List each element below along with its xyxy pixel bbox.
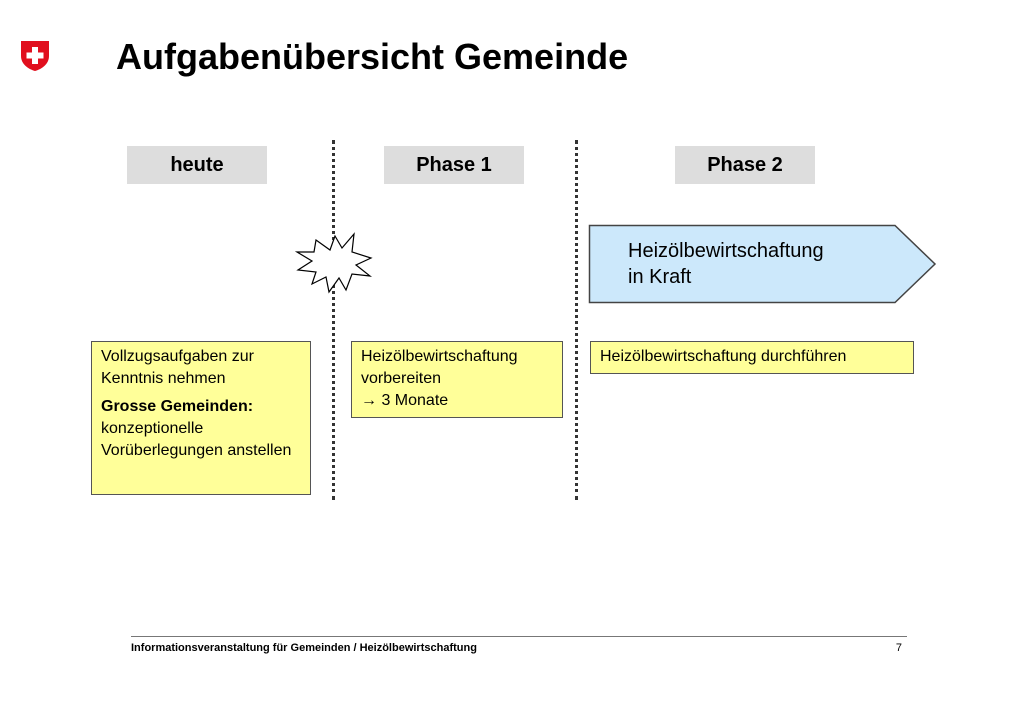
task-phase2-line-1: Heizölbewirtschaftung durchführen [600, 348, 847, 365]
page-number: 7 [895, 642, 902, 654]
task-heute-group: Grosse Gemeinden: konzeptionelle Vorüber… [101, 396, 302, 462]
task-phase1-line-1: Heizölbewirtschaftung vorbereiten [361, 348, 518, 387]
phase-header-phase-2: Phase 2 [675, 146, 815, 184]
explosion-burst-icon [294, 232, 373, 294]
task-note-heute: Vollzugsaufgaben zur Kenntnis nehmen Gro… [91, 341, 311, 495]
page-title: Aufgabenübersicht Gemeinde [116, 36, 629, 77]
swiss-cross-logo-icon [21, 41, 49, 71]
arrow-label-line-1: Heizölbewirtschaftung [628, 240, 824, 262]
task-heute-line-1: Vollzugsaufgaben zur Kenntnis nehmen [101, 348, 254, 387]
phase-divider-1 [332, 140, 335, 500]
heizoel-in-kraft-arrow [588, 224, 937, 304]
arrow-label-line-2: in Kraft [628, 266, 692, 288]
phase-header-heute: heute [127, 146, 267, 184]
task-note-phase-1: Heizölbewirtschaftung vorbereiten → 3 Mo… [351, 341, 563, 418]
phase-divider-2 [575, 140, 578, 500]
footer-divider [131, 636, 907, 637]
phase-header-phase-1: Phase 1 [384, 146, 524, 184]
task-phase1-line-2: → 3 Monate [361, 392, 449, 409]
task-note-phase-2: Heizölbewirtschaftung durchführen [590, 341, 914, 374]
footer-text: Informationsveranstaltung für Gemeinden … [131, 642, 477, 654]
arrow-label: Heizölbewirtschaftung in Kraft [628, 238, 888, 290]
task-heute-bold: Grosse Gemeinden: [101, 398, 254, 415]
task-heute-line-2: konzeptionelle Vorüberlegungen anstellen [101, 420, 292, 459]
